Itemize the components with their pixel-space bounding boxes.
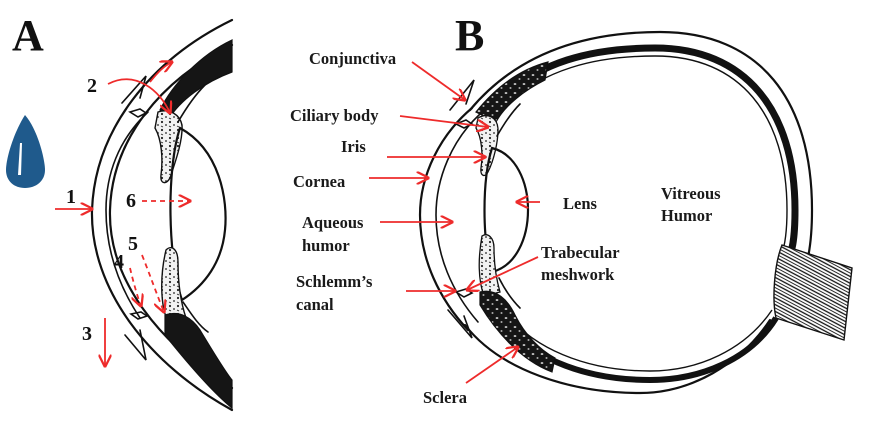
uvea-bottom-a (164, 312, 233, 410)
schlemm-bottom-b (454, 288, 474, 298)
zonule-top-a (177, 84, 206, 123)
step-1: 1 (66, 186, 76, 208)
cornea-outer-b (418, 106, 474, 332)
step-2: 2 (87, 75, 97, 97)
eye-drop-icon (6, 115, 45, 188)
ciliary-body-top-a (154, 110, 183, 184)
schlemm-bottom-a (129, 311, 149, 320)
panel-b-letter: B (455, 11, 484, 60)
arrow-trabecular-meshwork (467, 256, 539, 290)
label-schlemm-2: canal (296, 295, 334, 314)
label-schlemm-1: Schlemm’s (296, 272, 373, 291)
step-6: 6 (126, 190, 136, 212)
zonule-bottom-a (182, 301, 209, 333)
label-trabecular-2: meshwork (541, 265, 615, 284)
label-trabecular-1: Trabecular (541, 243, 620, 262)
optic-nerve-b (773, 244, 853, 341)
arrow-5 (141, 254, 164, 312)
step-3: 3 (82, 323, 92, 345)
uvea-top-a (159, 39, 233, 122)
choroid-top-b (489, 44, 799, 265)
label-ciliary-body: Ciliary body (290, 106, 379, 125)
lens-b (483, 146, 529, 274)
conjunctiva-bottom-a (124, 329, 147, 361)
schlemm-top-b (454, 119, 474, 129)
conjunctiva-bottom-b (447, 309, 473, 339)
zonule-top-b (496, 103, 521, 137)
ciliary-body-bottom-a (161, 246, 187, 323)
label-conjunctiva: Conjunctiva (309, 49, 396, 68)
schlemm-top-a (128, 108, 148, 118)
step-5: 5 (128, 233, 138, 255)
panel-a: A (6, 11, 234, 412)
arrow-ciliary-body (399, 115, 488, 127)
label-lens: Lens (563, 194, 598, 213)
label-aqueous-2: humor (302, 236, 350, 255)
retina-top-b (497, 55, 788, 259)
label-iris: Iris (341, 137, 366, 156)
sclera-outer-top-b (468, 30, 814, 284)
arrow-2 (107, 78, 170, 113)
conjunctiva-top-a (121, 75, 147, 104)
iris-bottom-b (478, 234, 501, 297)
label-aqueous-1: Aqueous (302, 213, 364, 232)
arrow-4 (129, 267, 141, 306)
label-cornea: Cornea (293, 172, 345, 191)
step-4: 4 (114, 251, 124, 273)
uvea-bottom-b (479, 290, 556, 373)
panel-a-letter: A (12, 11, 44, 60)
uvea-top-b (475, 61, 549, 123)
conjunctiva-top-b (449, 79, 475, 111)
zonule-bottom-b (498, 277, 521, 309)
arrow-2b (149, 62, 172, 83)
label-sclera: Sclera (423, 388, 467, 407)
label-vitreous-1: Vitreous (661, 184, 721, 203)
arrow-conjunctiva (411, 61, 465, 100)
anterior-chamber-a (105, 111, 149, 319)
panel-b: B Conjunctiva Ciliar (290, 11, 853, 407)
arrow-sclera (465, 347, 518, 384)
label-vitreous-2: Humor (661, 206, 712, 225)
retina-bottom-b (502, 309, 773, 372)
